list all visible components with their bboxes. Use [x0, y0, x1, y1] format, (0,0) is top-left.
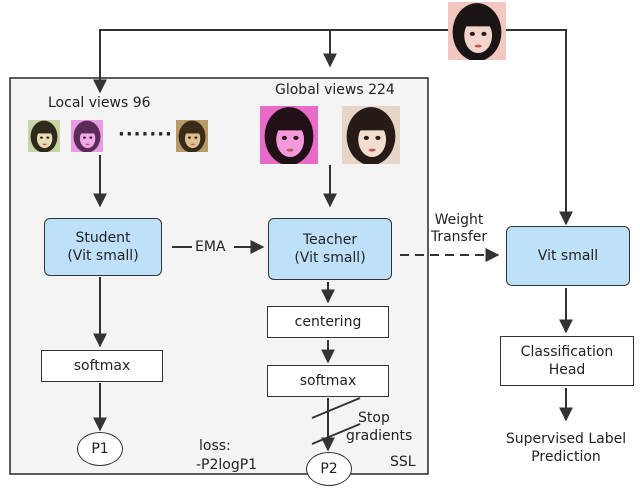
p2-node: P2	[306, 452, 352, 486]
stop-gradients-label: Stop gradients	[346, 409, 412, 445]
global-view-image-2	[342, 106, 400, 164]
centering-node: centering	[267, 306, 389, 338]
classification-head-line2: Head	[548, 362, 586, 378]
softmax-student-node: softmax	[41, 350, 163, 382]
ema-label: EMA	[195, 239, 226, 255]
vit-small-label: Vit small	[537, 248, 599, 264]
source-image	[448, 2, 506, 60]
p2-label: P2	[320, 461, 338, 477]
local-view-image-3	[176, 120, 208, 152]
stop-gradient-slash-2	[311, 423, 361, 445]
softmax-teacher-label: softmax	[299, 373, 357, 389]
supervised-line1: Supervised Label	[505, 431, 627, 447]
dots-label: ·······	[118, 124, 173, 145]
p1-label: P1	[91, 441, 109, 457]
student-title: Student	[75, 230, 131, 246]
loss-line2: -P2logP1	[196, 457, 258, 473]
face-photo-icon	[260, 106, 318, 164]
centering-label: centering	[294, 314, 362, 330]
face-photo-icon	[448, 2, 506, 60]
edge-source-to-vit	[506, 29, 573, 226]
teacher-subtitle: (Vit small)	[294, 250, 366, 266]
face-photo-icon	[28, 120, 60, 152]
student-subtitle: (Vit small)	[67, 248, 139, 264]
global-view-image-1	[260, 106, 318, 164]
stop-line1: Stop	[358, 410, 390, 426]
weight-transfer-label: Weight Transfer	[427, 212, 491, 246]
stop-line2: gradients	[346, 428, 413, 444]
softmax-teacher-node: softmax	[267, 365, 389, 397]
local-view-image-2	[71, 120, 103, 152]
student-node: Student (Vit small)	[44, 218, 162, 276]
edge-source-to-local	[93, 29, 448, 94]
teacher-node: Teacher (Vit small)	[268, 218, 392, 280]
classification-head-line1: Classification	[520, 344, 614, 360]
classification-head-node: Classification Head	[500, 336, 634, 386]
loss-label: loss: -P2logP1	[196, 437, 257, 475]
ssl-label: SSL	[390, 454, 416, 470]
local-view-image-1	[28, 120, 60, 152]
face-photo-icon	[71, 120, 103, 152]
local-views-label: Local views 96	[48, 95, 151, 111]
face-photo-icon	[342, 106, 400, 164]
supervised-line2: Prediction	[531, 449, 601, 465]
weight-transfer-line1: Weight	[434, 212, 484, 228]
stop-gradient-slash-1	[311, 397, 361, 419]
vit-small-node: Vit small	[506, 226, 630, 286]
softmax-student-label: softmax	[73, 358, 131, 374]
loss-line1: loss:	[199, 438, 231, 454]
supervised-prediction-label: Supervised Label Prediction	[486, 430, 640, 466]
global-views-label: Global views 224	[275, 82, 395, 98]
weight-transfer-line2: Transfer	[430, 229, 488, 245]
face-photo-icon	[176, 120, 208, 152]
teacher-title: Teacher	[302, 232, 358, 248]
p1-node: P1	[77, 432, 123, 466]
